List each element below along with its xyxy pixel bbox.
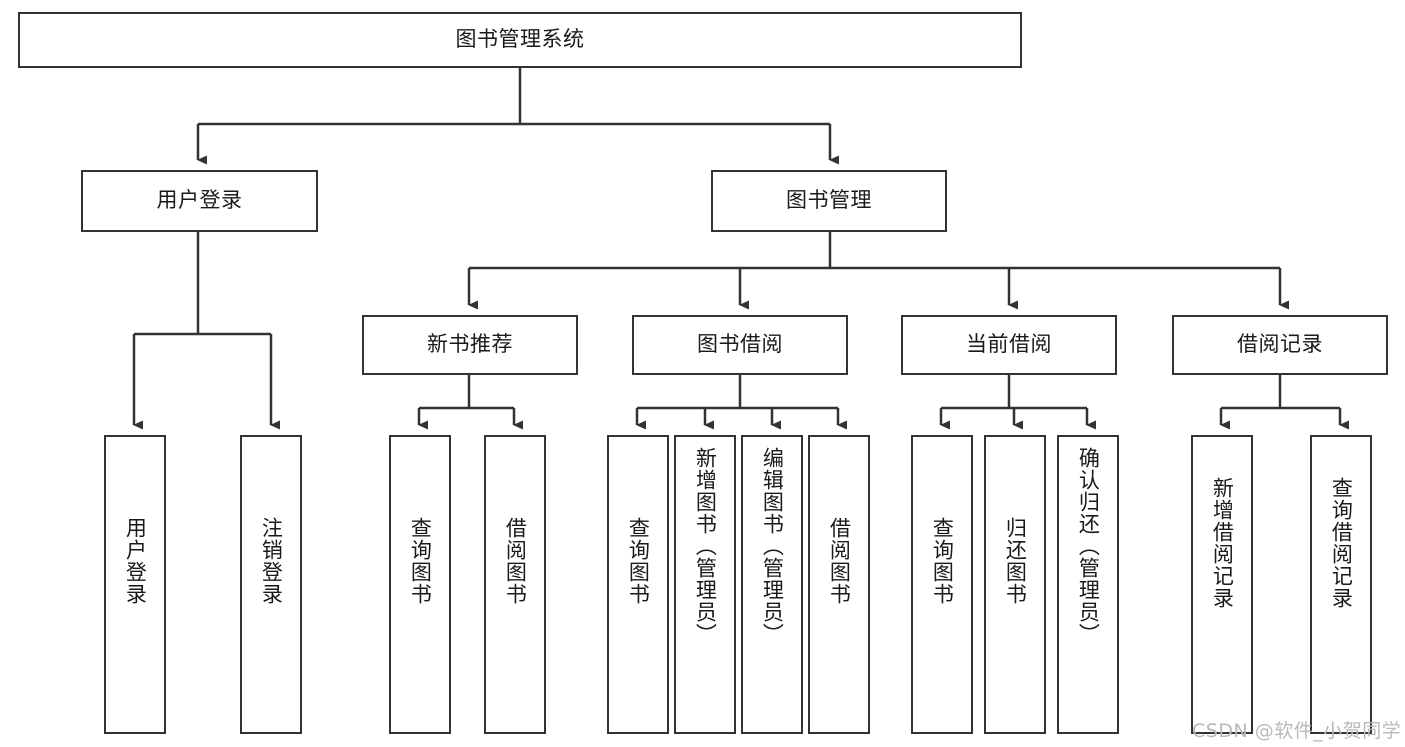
node-leaf-user-login-label: 用户登录: [123, 517, 148, 605]
node-leaf-confirm-return-label: 确认归还（管理员）: [1076, 447, 1101, 645]
node-leaf-add-record[interactable]: 新增借阅记录: [1191, 435, 1253, 734]
node-leaf-add-record-label: 新增借阅记录: [1210, 477, 1235, 609]
node-new-book-recommend[interactable]: 新书推荐: [362, 315, 578, 375]
node-leaf-query-book-3-label: 查询图书: [930, 517, 955, 605]
node-borrow-record-label: 借阅记录: [1237, 332, 1323, 357]
node-leaf-query-book-1-label: 查询图书: [408, 517, 433, 605]
node-leaf-query-book-1[interactable]: 查询图书: [389, 435, 451, 734]
node-leaf-return-book-label: 归还图书: [1003, 517, 1028, 605]
node-leaf-user-logout-label: 注销登录: [259, 517, 284, 605]
node-leaf-confirm-return[interactable]: 确认归还（管理员）: [1057, 435, 1119, 734]
node-new-book-recommend-label: 新书推荐: [427, 332, 513, 357]
node-leaf-query-book-2-label: 查询图书: [626, 517, 651, 605]
node-leaf-edit-book-label: 编辑图书（管理员）: [760, 447, 785, 645]
node-leaf-query-record[interactable]: 查询借阅记录: [1310, 435, 1372, 734]
node-current-borrow[interactable]: 当前借阅: [901, 315, 1117, 375]
node-leaf-borrow-book-2[interactable]: 借阅图书: [808, 435, 870, 734]
node-root[interactable]: 图书管理系统: [18, 12, 1022, 68]
node-leaf-user-logout[interactable]: 注销登录: [240, 435, 302, 734]
node-leaf-edit-book[interactable]: 编辑图书（管理员）: [741, 435, 803, 734]
node-leaf-borrow-book-1-label: 借阅图书: [503, 517, 528, 605]
node-root-label: 图书管理系统: [455, 27, 585, 52]
node-user-login-label: 用户登录: [156, 188, 243, 213]
node-book-borrow[interactable]: 图书借阅: [632, 315, 848, 375]
node-leaf-add-book-label: 新增图书（管理员）: [693, 447, 718, 645]
node-leaf-query-book-2[interactable]: 查询图书: [607, 435, 669, 734]
node-leaf-query-record-label: 查询借阅记录: [1329, 477, 1354, 609]
node-user-login[interactable]: 用户登录: [81, 170, 318, 232]
node-leaf-add-book[interactable]: 新增图书（管理员）: [674, 435, 736, 734]
node-leaf-query-book-3[interactable]: 查询图书: [911, 435, 973, 734]
node-book-manage-label: 图书管理: [786, 188, 872, 213]
csdn-watermark: CSDN @软件_小贺同学: [1192, 720, 1402, 742]
node-leaf-return-book[interactable]: 归还图书: [984, 435, 1046, 734]
node-current-borrow-label: 当前借阅: [966, 332, 1052, 357]
node-borrow-record[interactable]: 借阅记录: [1172, 315, 1388, 375]
node-leaf-user-login[interactable]: 用户登录: [104, 435, 166, 734]
node-book-manage[interactable]: 图书管理: [711, 170, 947, 232]
node-leaf-borrow-book-1[interactable]: 借阅图书: [484, 435, 546, 734]
node-leaf-borrow-book-2-label: 借阅图书: [827, 517, 852, 605]
node-book-borrow-label: 图书借阅: [697, 332, 783, 357]
